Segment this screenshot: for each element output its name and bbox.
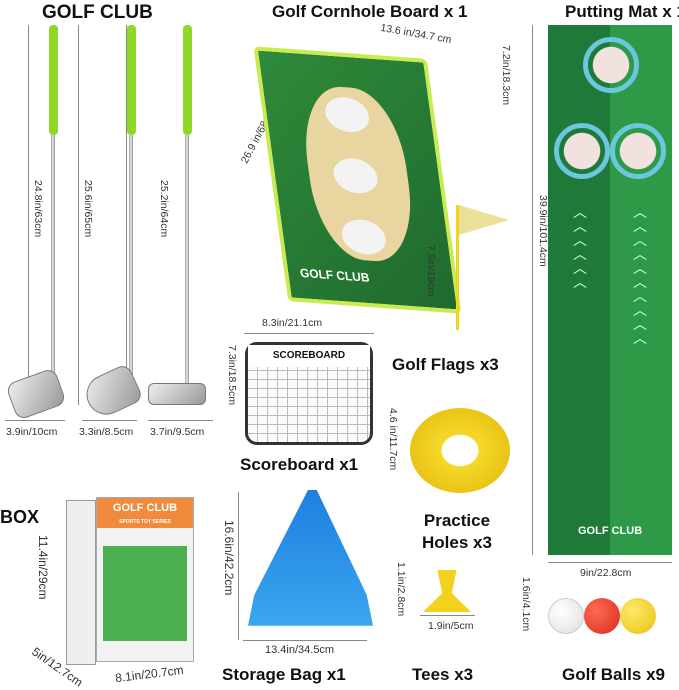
box-height: 11.4in/29cm [36,535,50,600]
cornhole-width: 13.6 in/34.7 cm [379,21,453,47]
scoreboard-label: SCOREBOARD [248,345,370,367]
ball-size: 1.6in/4.1cm [520,577,532,632]
hole-size: 4.6 in/11.7cm [387,408,399,471]
cornhole-title: Golf Cornhole Board x 1 [272,2,468,21]
scoreboard-width: 8.3in/21.1cm [262,317,323,329]
holes-title-line1: Practice [423,511,491,530]
balls-title: Golf Balls x9 [562,665,665,684]
bag-height: 16.6in/42.2cm [222,520,236,596]
golf-ball-white [548,598,584,634]
club-length-2: 25.6in/65cm [82,180,94,238]
dim-line [78,25,79,405]
cornhole-depth: 7.2in/18.3cm [500,45,512,106]
tees-title: Tees x3 [412,665,474,684]
clubs-title: GOLF CLUB [42,2,153,23]
scoreboard: SCOREBOARD [245,342,373,445]
box-width: 8.1in/20.7cm [114,662,185,686]
club-head-2: 3.3in/8.5cm [79,426,134,438]
mat-width: 9in/22.8cm [580,567,632,579]
tee-height: 1.1in/2.8cm [395,562,407,617]
golf-tee [423,570,471,612]
box-side [66,500,96,665]
box-series: SPORTS TOY SERIES [119,519,171,525]
cornhole-logo: GOLF CLUB [299,265,371,285]
golf-ball-yellow [620,598,656,634]
dim-line [126,25,127,405]
practice-hole [410,408,510,493]
dim-line [28,25,29,400]
product-box: GOLF CLUB SPORTS TOY SERIES [96,497,194,662]
flags-title: Golf Flags x3 [392,355,499,374]
bag-title: Storage Bag x1 [222,665,346,684]
club-head-1: 3.9in/10cm [6,426,58,438]
mat-logo: GOLF CLUB [578,525,643,537]
box-brand-text: GOLF CLUB [112,502,178,514]
mat-title: Putting Mat x 1 [565,2,679,21]
box-brand: GOLF CLUB SPORTS TOY SERIES [97,498,193,528]
tee-width: 1.9in/5cm [428,620,474,632]
putting-mat: ︿︿︿︿︿︿ ︿︿︿︿︿︿︿︿︿︿ GOLF CLUB [548,25,672,555]
flag-height: 7.5in/19cm [425,245,437,297]
storage-bag [248,490,373,626]
club-length-1: 24.8in/63cm [32,180,44,238]
scoreboard-title: Scoreboard x1 [240,455,359,474]
scoreboard-height: 7.3in/18.5cm [226,345,238,406]
club-length-3: 25.2in/64cm [158,180,170,238]
bag-width: 13.4in/34.5cm [265,644,335,656]
mat-length: 39.9in/101.4cm [537,195,549,267]
golf-flag [459,205,509,235]
club-head-3: 3.7in/9.5cm [150,426,205,438]
holes-title-line2: Holes x3 [422,533,492,552]
golf-ball-red [584,598,620,634]
flag-pole [456,205,459,330]
box-title: BOX [0,507,40,527]
